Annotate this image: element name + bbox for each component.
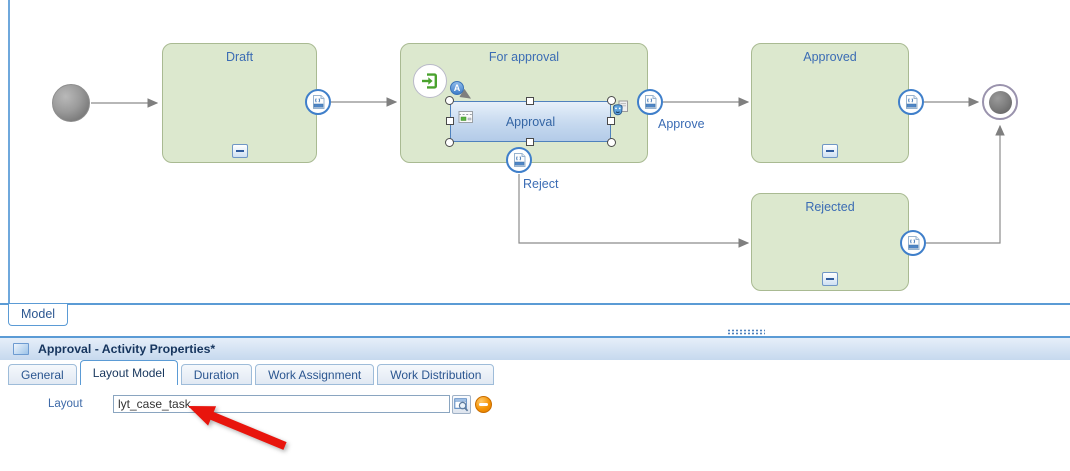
page-icon [513, 153, 525, 167]
splitter-grip[interactable] [727, 329, 765, 335]
page-icon [312, 95, 324, 109]
enter-arrow-icon [422, 73, 437, 89]
minus-icon [235, 150, 244, 152]
reject-page-icon[interactable] [506, 147, 532, 173]
properties-header: Approval - Activity Properties* [0, 338, 1070, 360]
layout-field-label: Layout [48, 398, 83, 410]
state-rejected-title: Rejected [805, 200, 855, 214]
properties-top-border [0, 336, 1070, 338]
state-approved-title: Approved [803, 50, 857, 64]
page-icon [644, 95, 656, 109]
approved-exit-page-icon[interactable] [898, 89, 924, 115]
case-entry-button[interactable] [413, 64, 447, 98]
collapse-button[interactable] [231, 144, 248, 158]
auto-badge: A [450, 81, 464, 95]
state-for-approval-title: For approval [488, 50, 560, 64]
resize-handle[interactable] [445, 96, 454, 105]
resize-handle[interactable] [526, 138, 534, 146]
lookup-window-icon [454, 397, 469, 411]
canvas-bottom-border [0, 303, 1070, 305]
end-node[interactable] [982, 84, 1018, 120]
properties-tabs: General Layout Model Duration Work Assig… [8, 360, 497, 385]
state-draft[interactable]: Draft [162, 43, 317, 163]
resize-handle[interactable] [526, 97, 534, 105]
state-draft-title: Draft [225, 50, 254, 64]
tab-duration[interactable]: Duration [180, 364, 253, 385]
resize-handle[interactable] [607, 96, 616, 105]
collapse-button[interactable] [822, 272, 838, 286]
resize-handle[interactable] [445, 138, 454, 147]
activity-approval-wrap: Approval [445, 96, 616, 147]
diagram-canvas[interactable]: Draft For approval Approved Rejected A [0, 0, 1070, 305]
activity-label: Approval [505, 114, 556, 129]
tab-work-assignment[interactable]: Work Assignment [255, 364, 375, 385]
resize-handle[interactable] [607, 117, 615, 125]
connector-lines [91, 88, 1005, 248]
approve-page-icon[interactable] [637, 89, 663, 115]
performer-mask-icon [612, 100, 628, 116]
panel-icon [13, 343, 29, 355]
end-node-core [988, 90, 1012, 114]
page-icon [905, 95, 917, 109]
transition-label-reject: Reject [523, 177, 559, 191]
rejected-exit-page-icon[interactable] [900, 230, 926, 256]
tab-layout-model[interactable]: Layout Model [79, 360, 178, 385]
tab-work-distribution[interactable]: Work Distribution [377, 364, 495, 385]
resize-handle[interactable] [607, 138, 616, 147]
minus-icon [479, 403, 488, 406]
minus-icon [826, 278, 834, 280]
tab-model[interactable]: Model [8, 304, 69, 326]
task-form-icon [458, 111, 473, 123]
page-icon [907, 236, 919, 250]
properties-title: Approval - Activity Properties* [38, 342, 216, 356]
canvas-left-border [8, 0, 10, 303]
draft-exit-page-icon[interactable] [305, 89, 331, 115]
minus-icon [826, 150, 834, 152]
clear-button[interactable] [475, 396, 492, 413]
lookup-button[interactable] [452, 395, 471, 414]
layout-input[interactable] [113, 395, 450, 413]
tab-general[interactable]: General [8, 364, 77, 385]
start-node[interactable] [52, 84, 90, 122]
transition-label-approve: Approve [658, 117, 705, 131]
state-approved[interactable]: Approved [751, 43, 909, 163]
resize-handle[interactable] [446, 117, 454, 125]
collapse-button[interactable] [822, 144, 838, 158]
layout-field-row: Layout [0, 395, 1070, 415]
activity-approval[interactable]: Approval [450, 101, 611, 142]
